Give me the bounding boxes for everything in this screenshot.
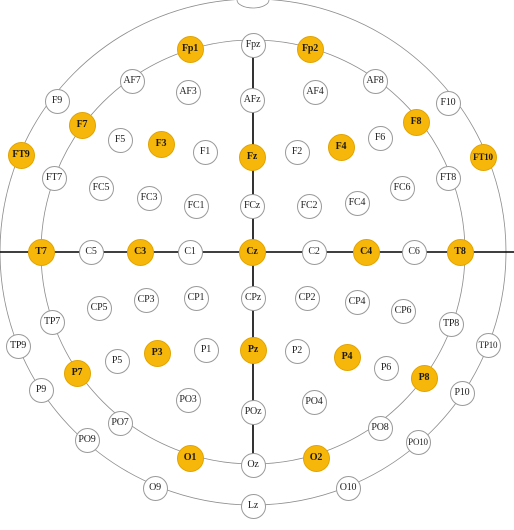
electrode-tp7: TP7 <box>39 309 65 335</box>
electrode-t7: T7 <box>27 238 55 266</box>
electrode-p7: P7 <box>63 359 91 387</box>
electrode-o1: O1 <box>176 444 204 472</box>
electrode-c2: C2 <box>301 239 327 265</box>
electrode-po8: PO8 <box>367 415 393 441</box>
electrode-p9: P9 <box>28 377 54 403</box>
electrode-poz: POz <box>240 399 266 425</box>
electrode-fc6: FC6 <box>389 175 415 201</box>
electrode-f10: F10 <box>435 90 461 116</box>
electrode-f7: F7 <box>68 111 96 139</box>
electrode-p2: P2 <box>284 338 310 364</box>
electrode-cp4: CP4 <box>344 289 370 315</box>
electrode-c6: C6 <box>401 239 427 265</box>
electrode-pz: Pz <box>239 336 267 364</box>
electrode-f4: F4 <box>327 133 355 161</box>
electrode-f3: F3 <box>147 130 175 158</box>
electrode-cz: Cz <box>238 238 266 266</box>
electrode-tp9: TP9 <box>5 333 31 359</box>
electrode-af3: AF3 <box>175 79 201 105</box>
electrode-fc4: FC4 <box>344 190 370 216</box>
electrode-p6: P6 <box>373 355 399 381</box>
electrode-f2: F2 <box>284 139 310 165</box>
electrode-ft7: FT7 <box>41 165 67 191</box>
electrode-o2: O2 <box>302 444 330 472</box>
electrode-afz: AFz <box>239 87 265 113</box>
electrode-p5: P5 <box>104 348 130 374</box>
electrode-po10: PO10 <box>405 429 431 455</box>
electrode-p1: P1 <box>193 337 219 363</box>
electrode-cp2: CP2 <box>294 285 320 311</box>
electrode-tp8: TP8 <box>438 311 464 337</box>
electrode-p3: P3 <box>143 339 171 367</box>
electrode-cpz: CPz <box>240 285 266 311</box>
electrode-lz: Lz <box>240 493 266 519</box>
electrode-af7: AF7 <box>119 68 145 94</box>
electrode-af4: AF4 <box>302 79 328 105</box>
electrode-p10: P10 <box>449 380 475 406</box>
electrode-ft9: FT9 <box>7 141 35 169</box>
electrode-f5: F5 <box>107 127 133 153</box>
electrode-c1: C1 <box>177 239 203 265</box>
electrode-fp2: Fp2 <box>296 35 324 63</box>
nasion-marker <box>236 0 270 9</box>
electrode-po7: PO7 <box>107 410 133 436</box>
electrode-tp10: TP10 <box>475 332 501 358</box>
electrode-ft8: FT8 <box>435 165 461 191</box>
electrode-po4: PO4 <box>301 389 327 415</box>
electrode-cp1: CP1 <box>183 285 209 311</box>
electrode-ft10: FT10 <box>469 143 497 171</box>
electrode-f1: F1 <box>192 139 218 165</box>
electrode-fc2: FC2 <box>296 193 322 219</box>
electrode-f6: F6 <box>367 125 393 151</box>
electrode-cp6: CP6 <box>390 298 416 324</box>
electrode-fpz: Fpz <box>240 32 266 58</box>
electrode-po9: PO9 <box>74 427 100 453</box>
electrode-cp3: CP3 <box>133 287 159 313</box>
electrode-af8: AF8 <box>362 68 388 94</box>
electrode-cp5: CP5 <box>86 295 112 321</box>
electrode-f9: F9 <box>44 88 70 114</box>
electrode-po3: PO3 <box>175 387 201 413</box>
electrode-c3: C3 <box>126 238 154 266</box>
electrode-t8: T8 <box>446 238 474 266</box>
electrode-c5: C5 <box>78 239 104 265</box>
electrode-fz: Fz <box>238 143 266 171</box>
electrode-fc3: FC3 <box>136 185 162 211</box>
electrode-o9: O9 <box>142 475 168 501</box>
electrode-c4: C4 <box>352 238 380 266</box>
electrode-o10: O10 <box>335 475 361 501</box>
electrode-f8: F8 <box>402 108 430 136</box>
electrode-oz: Oz <box>240 452 266 478</box>
electrode-fp1: Fp1 <box>176 35 204 63</box>
electrode-p8: P8 <box>410 364 438 392</box>
electrode-fc5: FC5 <box>88 175 114 201</box>
electrode-fc1: FC1 <box>183 193 209 219</box>
electrode-fcz: FCz <box>239 193 265 219</box>
electrode-p4: P4 <box>333 343 361 371</box>
